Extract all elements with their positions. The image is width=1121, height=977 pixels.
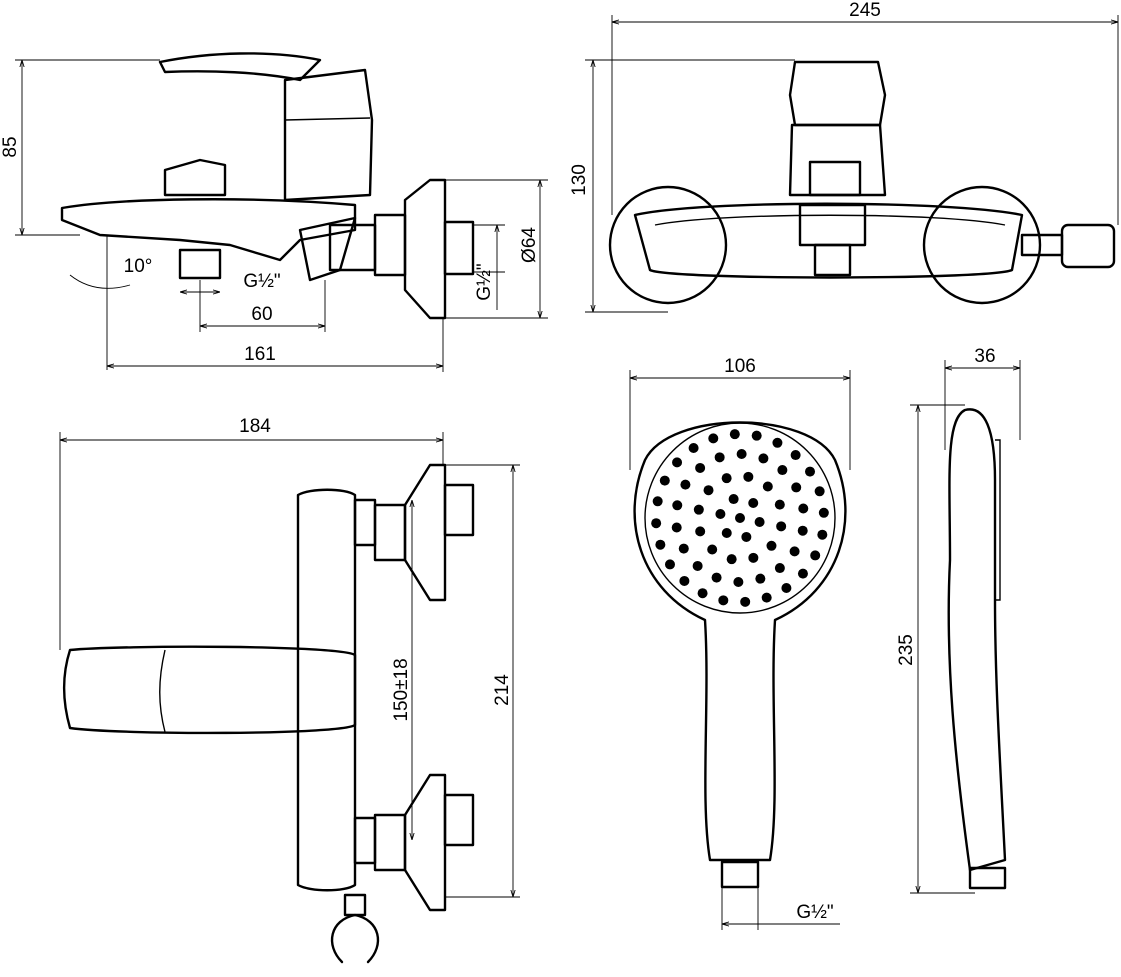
spray-hole — [748, 552, 759, 563]
dim-245: 245 — [849, 0, 881, 21]
spray-hole — [789, 546, 800, 557]
spray-hole — [721, 473, 732, 484]
spray-hole — [728, 494, 739, 505]
dim-150: 150±18 — [391, 658, 412, 721]
spray-hole — [748, 498, 759, 509]
spray-hole — [736, 449, 747, 460]
spray-hole — [695, 462, 706, 473]
dim-106: 106 — [724, 356, 756, 377]
spray-hole — [715, 509, 726, 520]
dim-shower-thread: G½" — [796, 902, 833, 923]
spray-hole — [814, 486, 825, 497]
spray-hole — [797, 568, 808, 579]
spray-hole — [818, 507, 829, 518]
spray-hole — [708, 433, 719, 444]
spray-hole — [776, 521, 787, 532]
spray-hole — [761, 592, 772, 603]
spray-hole — [797, 525, 808, 536]
spray-hole — [652, 496, 663, 507]
spray-hole — [790, 450, 801, 461]
spray-hole — [735, 513, 745, 523]
faucet-top-view — [62, 463, 475, 964]
dim-235: 235 — [896, 634, 917, 666]
spray-hole — [791, 482, 802, 493]
dim-130: 130 — [569, 164, 590, 196]
spray-hole — [798, 503, 809, 514]
spray-hole — [758, 453, 769, 464]
faucet-side-view — [60, 52, 475, 320]
spray-hole — [688, 442, 699, 453]
spray-hole — [680, 479, 691, 490]
spray-hole — [714, 452, 725, 463]
dim-214: 214 — [492, 674, 513, 706]
spray-hole — [726, 554, 737, 565]
dim-outlet-thread: G½" — [243, 271, 280, 292]
spray-hole — [707, 544, 718, 555]
spray-hole — [762, 481, 773, 492]
spray-hole — [692, 560, 703, 571]
spray-hole — [671, 522, 682, 533]
spray-hole — [754, 516, 765, 527]
spray-hole — [810, 550, 821, 561]
spray-hole — [651, 518, 662, 529]
spray-hole — [672, 457, 683, 468]
spray-hole — [697, 588, 708, 599]
spray-hole — [711, 572, 722, 583]
spray-hole — [781, 583, 792, 594]
spray-hole — [721, 527, 732, 538]
spray-hole — [755, 573, 766, 584]
dim-inlet-thread: G½" — [474, 263, 495, 300]
spray-hole — [777, 465, 788, 476]
spray-hole — [733, 576, 744, 587]
dim-36: 36 — [974, 346, 995, 367]
front-view-dimensions: 245 130 — [569, 0, 1119, 313]
spray-hole — [672, 500, 683, 511]
spray-hole — [659, 475, 670, 486]
dim-60: 60 — [251, 304, 272, 325]
spray-hole — [751, 430, 762, 441]
dim-angle: 10° — [124, 256, 153, 277]
spray-hole — [695, 526, 706, 537]
side-view-dimensions: 85 10° G½" 60 161 G½" Ø64 — [0, 59, 548, 372]
spray-hole — [774, 499, 785, 510]
shower-front-dimensions: 106 G½" — [629, 356, 851, 930]
spray-hole — [766, 540, 777, 551]
spray-hole — [679, 575, 690, 586]
dim-flange-diameter: Ø64 — [519, 227, 540, 263]
shower-side-dimensions: 36 235 — [896, 346, 1021, 894]
spray-hole — [772, 437, 783, 448]
spray-hole — [743, 471, 754, 482]
dim-161: 161 — [244, 344, 276, 365]
spray-hole — [729, 429, 740, 440]
spray-hole — [664, 559, 675, 570]
spray-hole — [817, 529, 828, 540]
hand-shower-front-view — [633, 421, 847, 889]
spray-hole — [741, 531, 752, 542]
spray-hole — [703, 485, 714, 496]
dim-85: 85 — [0, 136, 21, 157]
spray-hole — [718, 595, 729, 606]
spray-hole — [655, 539, 666, 550]
top-view-dimensions: 184 150±18 214 — [59, 416, 520, 898]
spray-hole — [693, 504, 704, 515]
spray-hole — [774, 563, 785, 574]
hand-shower-side-view — [947, 408, 1007, 890]
spray-hole — [740, 596, 751, 607]
spray-hole — [805, 466, 816, 477]
dim-184: 184 — [239, 416, 271, 437]
spray-hole — [678, 543, 689, 554]
faucet-front-view — [608, 60, 1116, 305]
shower-spray-holes — [651, 429, 829, 607]
